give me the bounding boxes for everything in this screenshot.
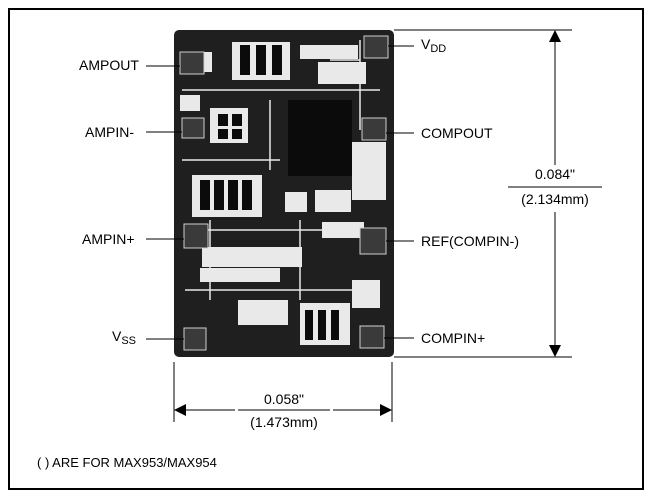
footnote: ( ) ARE FOR MAX953/MAX954 [37,455,217,470]
height-mm: (2.134mm) [521,191,589,207]
height-dimension [394,29,602,358]
width-mm: (1.473mm) [250,414,318,430]
pin-label-compin-plus: COMPIN+ [421,330,486,346]
pin-label-ampin-minus: AMPIN- [85,124,134,140]
pin-leader-lines [146,45,414,340]
diagram-frame [8,8,644,490]
pin-label-vdd: VDD [421,36,447,55]
width-dimension [173,362,393,422]
pin-label-compout: COMPOUT [421,125,493,141]
height-inches: 0.084" [534,166,575,182]
pin-label-ampin-plus: AMPIN+ [82,231,135,247]
pin-label-ampout: AMPOUT [79,57,139,73]
die-photo [174,30,394,357]
pin-label-ref-compin-minus: REF(COMPIN-) [421,233,519,249]
pin-label-vss: VSS [112,328,137,347]
width-inches: 0.058" [263,391,304,407]
